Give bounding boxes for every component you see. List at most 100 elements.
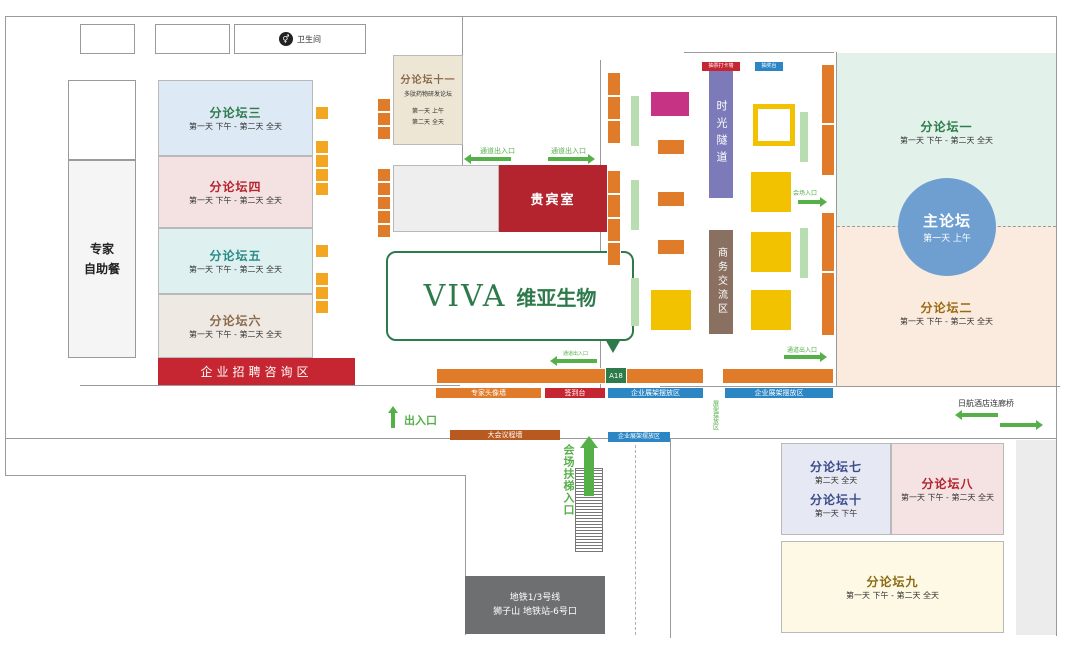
green-rail-5 (800, 228, 808, 278)
booth-v5 (607, 194, 621, 218)
booth-g3 (656, 238, 686, 256)
restroom-label: 卫生间 (297, 34, 321, 44)
booth-l7 (315, 272, 329, 286)
corridor-dashed (635, 445, 636, 635)
booth-v7 (607, 242, 621, 266)
booth-v6 (607, 218, 621, 242)
booth-y3 (749, 230, 793, 274)
forum-4-time: 第一天 下午 - 第二天 全天 (188, 195, 283, 205)
buffet-room-top (68, 80, 136, 160)
forum-2-title: 分论坛二 (920, 301, 973, 315)
sponsor-card: VIVA 维亚生物 (386, 251, 634, 341)
forum-3-title: 分论坛三 (209, 105, 262, 120)
booth-l8 (315, 286, 329, 300)
booth-y2 (749, 170, 793, 214)
entrance-arrow (388, 406, 398, 428)
booth-c4 (377, 168, 391, 182)
booth-l1 (315, 106, 329, 120)
passage-arrow-3 (784, 352, 827, 362)
main-forum: 主论坛 第一天 上午 (898, 178, 996, 276)
display-zone-2: 企业展架摆放区 (725, 388, 833, 398)
forum-5-time: 第一天 下午 - 第二天 全天 (188, 264, 283, 274)
restroom-icon: ⚥ (279, 32, 293, 46)
time-tunnel: 时光隧道 (709, 70, 733, 198)
display-zone-1: 企业展架摆放区 (608, 388, 703, 398)
passage-label-1: 通道出入口 (480, 147, 515, 155)
restroom: ⚥ 卫生间 (234, 24, 366, 54)
escalator-arrow (580, 436, 598, 498)
vip-room: 贵宾室 (499, 165, 607, 232)
forum-1-title: 分论坛一 (920, 120, 973, 134)
lottery-desk: 抽奖台 (755, 62, 783, 71)
green-rail-3 (631, 278, 639, 326)
sponsor-logo: VIVA (423, 278, 507, 314)
buffet-line2: 自助餐 (83, 262, 120, 276)
booth-r1 (821, 64, 835, 124)
booth-r4 (821, 272, 835, 336)
forum-6-title: 分论坛六 (209, 313, 262, 328)
forum-4: 分论坛四 第一天 下午 - 第二天 全天 (158, 156, 313, 228)
forum-9-title: 分论坛九 (866, 574, 919, 589)
sponsor-pointer (605, 339, 621, 353)
time-tunnel-label: 时光隧道 (715, 100, 728, 168)
entrance-label: 出入口 (404, 414, 437, 427)
forum-5: 分论坛五 第一天 下午 - 第二天 全天 (158, 228, 313, 294)
forum-9-time: 第一天 下午 - 第二天 全天 (845, 590, 940, 600)
display-vertical-label: 展架摆放区 (711, 400, 719, 430)
forum-10-title: 分论坛十 (809, 493, 862, 507)
booth-g1 (656, 138, 686, 156)
green-rail-1 (631, 96, 639, 146)
booth-b2 (626, 368, 704, 384)
display-zone-3: 企业展架摆放区 (608, 432, 670, 442)
gray-hall (393, 165, 499, 232)
metro-line: 地铁1/3号线 (509, 593, 561, 603)
booth-c7 (377, 210, 391, 224)
booth-l9 (315, 300, 329, 314)
forum-6-time: 第一天 下午 - 第二天 全天 (188, 329, 283, 339)
forum-1-time: 第一天 下午 - 第二天 全天 (899, 136, 994, 145)
business-zone-label: 商务交流区 (715, 247, 727, 317)
green-rail-4 (800, 112, 808, 162)
storage-room-2 (155, 24, 230, 54)
sponsor-booth-label: A18 (609, 371, 623, 380)
forum-11-desc: 多肽药物研发论坛 (403, 90, 452, 98)
booth-c1 (377, 98, 391, 112)
sponsor-name: 维亚生物 (516, 285, 597, 310)
booth-c8 (377, 224, 391, 238)
booth-v3 (607, 120, 621, 144)
forum-6: 分论坛六 第一天 下午 - 第二天 全天 (158, 294, 313, 358)
hotel-bridge-label: 日航酒店连廊桥 (958, 399, 1014, 408)
passage-label-4: 通道出入口 (563, 351, 589, 357)
booth-v2 (607, 96, 621, 120)
booth-c3 (377, 126, 391, 140)
booth-y1 (649, 288, 693, 332)
booth-b3 (722, 368, 834, 384)
storage-room-1 (80, 24, 135, 54)
display-vertical: 展架摆放区 (708, 395, 722, 435)
forum-11-time1: 第一天 上午 (412, 107, 444, 115)
escalator-label-box: 会场扶梯入口 (561, 444, 575, 554)
forum-4-title: 分论坛四 (209, 179, 262, 194)
signin-desk: 签到台 (545, 388, 605, 398)
hotel-bridge-arrow-right (1000, 420, 1043, 430)
forum-8-title: 分论坛八 (921, 476, 974, 491)
buffet-room: 专家 自助餐 (68, 160, 136, 358)
passage-arrow-2 (548, 154, 595, 164)
agenda-wall: 大会议程墙 (450, 430, 560, 440)
main-forum-time: 第一天 上午 (923, 234, 971, 244)
forum-2-time: 第一天 下午 - 第二天 全天 (899, 317, 994, 326)
expert-photo-wall: 专家头像墙 (436, 388, 541, 398)
forum-3: 分论坛三 第一天 下午 - 第二天 全天 (158, 80, 313, 156)
round-table (753, 104, 795, 146)
sponsor-booth-a18: A18 (606, 368, 626, 383)
forum-10-time: 第一天 下午 (814, 509, 858, 518)
buffet-line1: 专家 (89, 242, 114, 256)
passage-label-2: 通道出入口 (551, 147, 586, 155)
forum-7-10: 分论坛七 第二天 全天 分论坛十 第一天 下午 (781, 443, 891, 535)
forum-11-title: 分论坛十一 (400, 74, 456, 86)
forum-11-time2: 第二天 全天 (412, 118, 444, 126)
venue-in-arrow (798, 197, 827, 207)
venue-in-label: 会场入口 (793, 190, 818, 197)
escalator-label: 会场扶梯入口 (562, 444, 575, 516)
forum-9: 分论坛九 第一天 下午 - 第二天 全天 (781, 541, 1004, 633)
